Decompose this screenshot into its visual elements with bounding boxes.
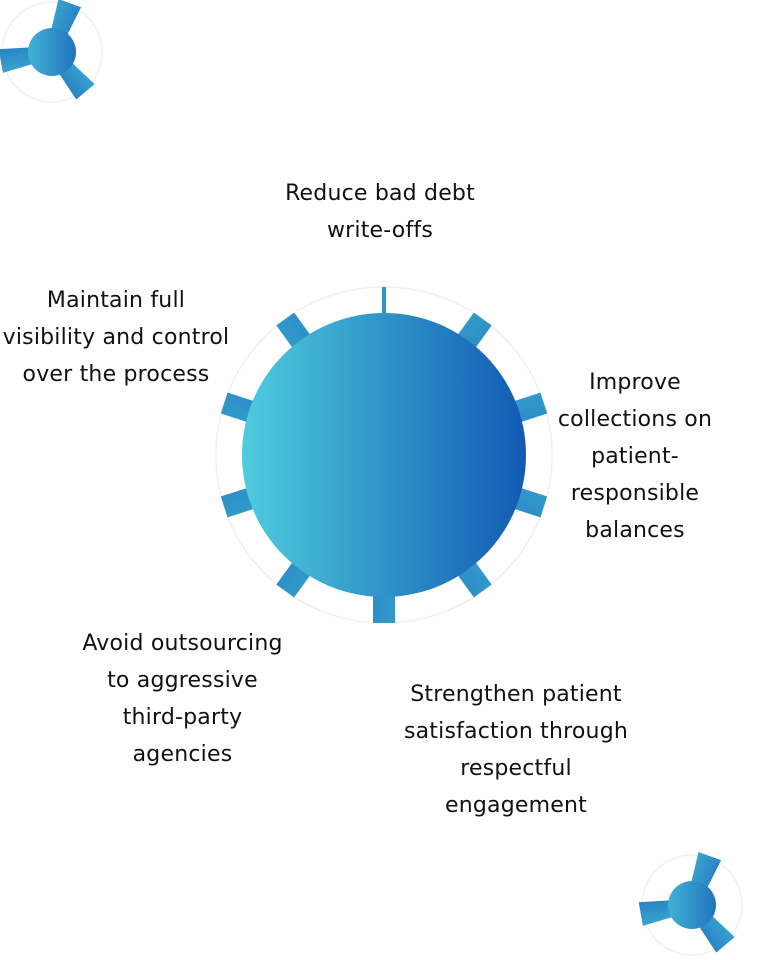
label-patient-satisfaction: Strengthen patient satisfaction through … [403,682,629,818]
gear-spike [382,287,386,319]
label-reduce-bad-debt: Reduce bad debt write-offs [285,181,475,243]
label-avoid-outsourcing: Avoid outsourcing to aggressive third-pa… [82,631,283,767]
logo-hub [668,881,716,929]
label-improve-collections: Improve collections on patient-responsib… [557,370,713,543]
central-gear-circle [215,286,553,624]
logo-bottom-right [638,852,743,956]
gear-spike [373,591,395,623]
label-visibility-control: Maintain full visibility and control ove… [2,288,230,387]
logo-top-left [0,0,103,103]
logo-hub [28,28,76,76]
central-circle [242,313,526,597]
